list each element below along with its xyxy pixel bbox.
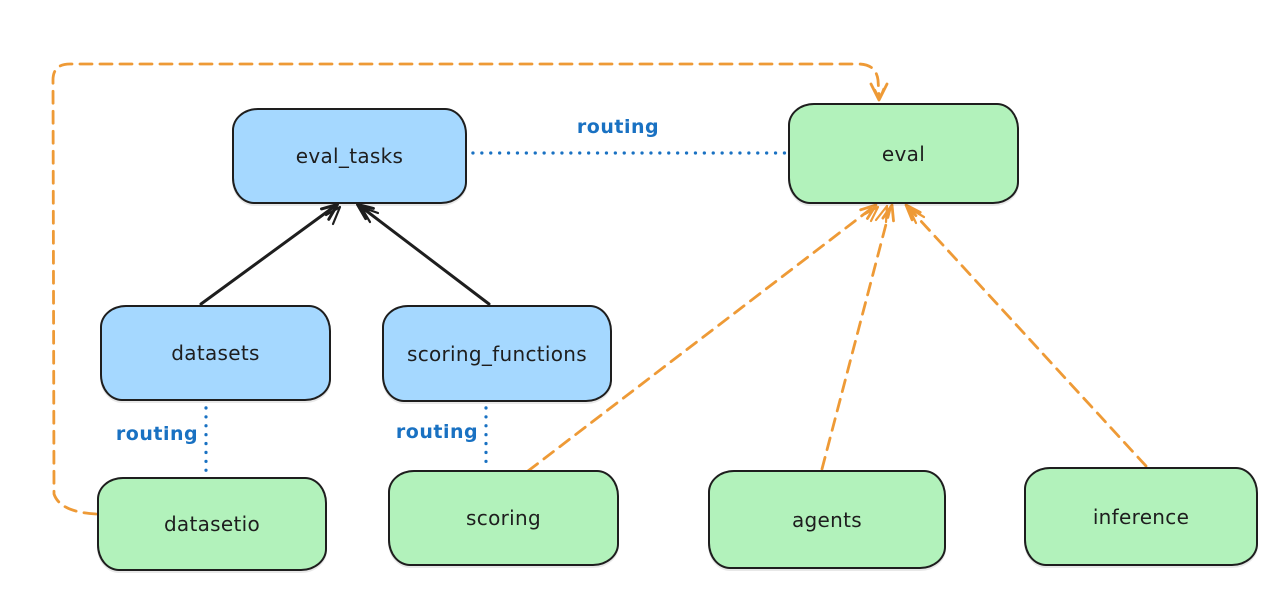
edge-scoring-to-eval (526, 203, 880, 473)
edge-datasets-to-eval-tasks (199, 203, 342, 306)
edge-agents-to-eval (820, 203, 895, 471)
edge-label-routing-datasets: routing (115, 423, 199, 445)
node-datasets-label: datasets (171, 341, 260, 365)
node-datasetio: datasetio (97, 477, 327, 571)
node-eval-tasks: eval_tasks (232, 108, 467, 204)
node-eval: eval (788, 103, 1019, 204)
node-scoring-functions-label: scoring_functions (406, 341, 588, 366)
node-scoring: scoring (388, 470, 619, 566)
edge-inference-to-eval (904, 203, 1148, 468)
node-datasets: datasets (100, 305, 331, 401)
node-eval-tasks-label: eval_tasks (295, 144, 404, 168)
node-inference-label: inference (1092, 504, 1190, 529)
node-inference: inference (1024, 467, 1258, 566)
edge-label-routing-scoring: routing (395, 421, 479, 443)
node-eval-label: eval (881, 141, 926, 166)
edge-scoring-functions-to-eval-tasks (356, 203, 491, 306)
node-scoring-functions: scoring_functions (382, 305, 612, 402)
node-scoring-label: scoring (466, 506, 541, 530)
node-datasetio-label: datasetio (163, 512, 261, 536)
node-agents-label: agents (792, 507, 862, 532)
edge-label-routing-top: routing (576, 116, 660, 138)
edge-datasetio-to-eval (51, 62, 889, 516)
node-agents: agents (708, 470, 946, 569)
